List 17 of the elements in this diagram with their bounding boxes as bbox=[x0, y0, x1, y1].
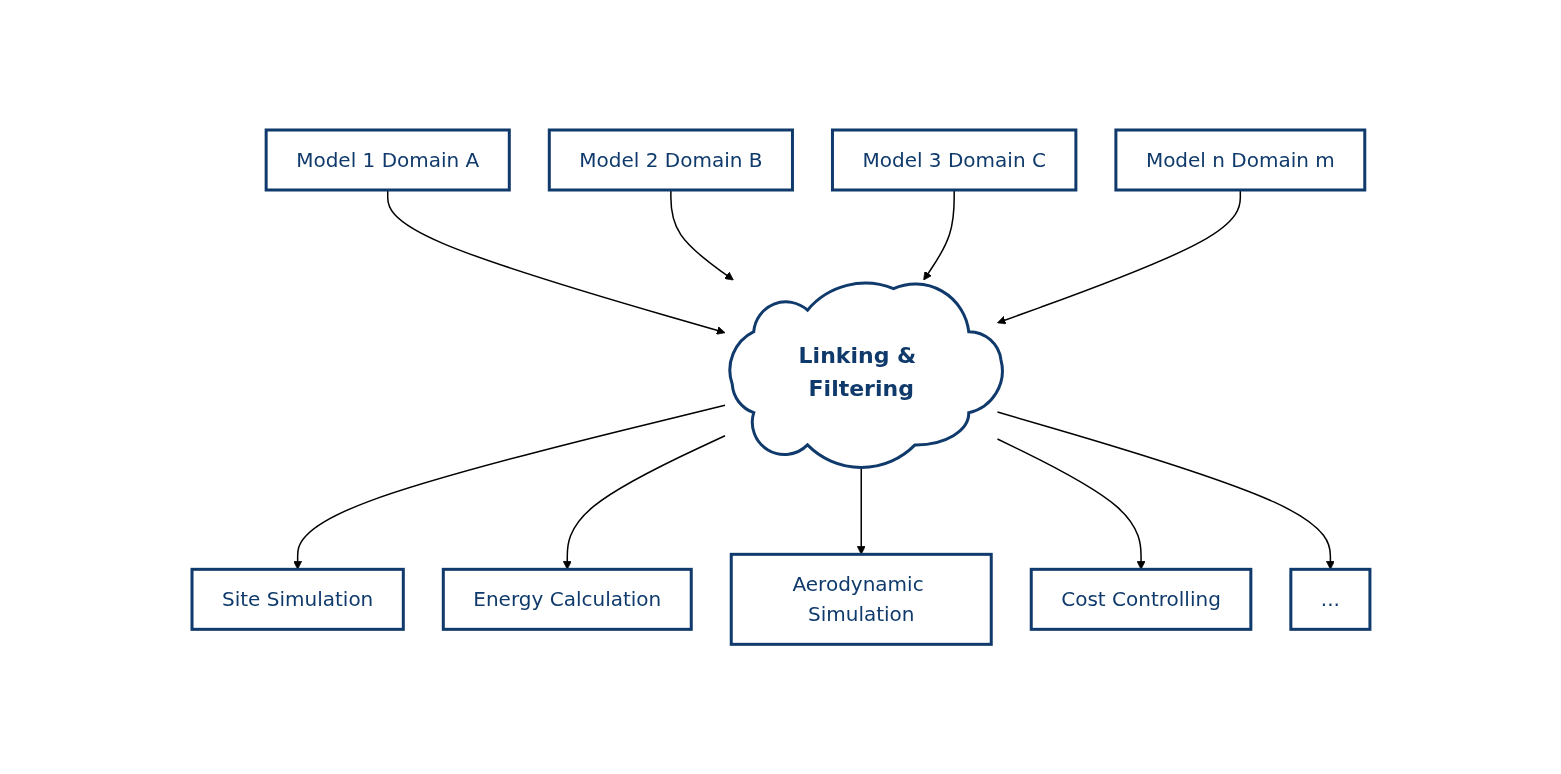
node-box: Cost Controlling bbox=[1029, 567, 1252, 631]
node-box: Model 2 Domain B bbox=[547, 128, 794, 192]
node-box: Model n Domain m bbox=[1113, 128, 1366, 192]
arrow bbox=[996, 438, 1145, 570]
node-box: Aerodynamic Simulation bbox=[729, 552, 993, 646]
node-box: Site Simulation bbox=[190, 567, 405, 631]
arrow bbox=[996, 189, 1241, 325]
arrow bbox=[562, 434, 726, 570]
arrow bbox=[386, 189, 725, 335]
node-box: Model 1 Domain A bbox=[264, 128, 511, 192]
node-box: ... bbox=[1288, 567, 1371, 631]
arrow bbox=[922, 189, 955, 281]
arrow bbox=[996, 411, 1335, 570]
arrow bbox=[669, 189, 734, 281]
node-box: Energy Calculation bbox=[441, 567, 693, 631]
arrow bbox=[292, 404, 726, 570]
node-box: Model 3 Domain C bbox=[830, 128, 1077, 192]
